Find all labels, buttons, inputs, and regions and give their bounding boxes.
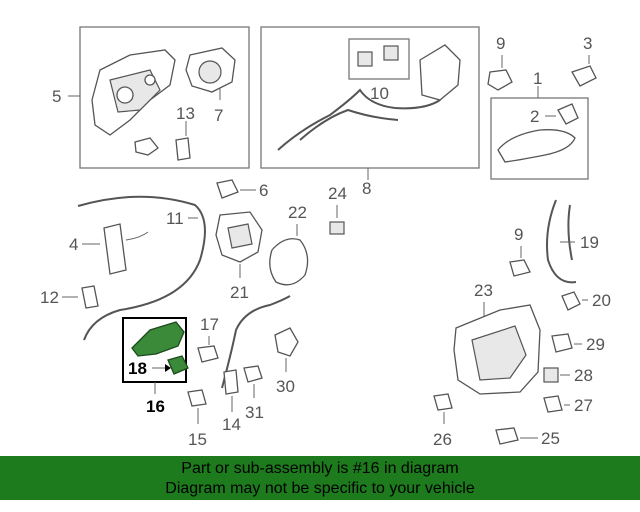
bolt-9-top[interactable] <box>487 69 513 91</box>
latch-clip <box>134 137 159 156</box>
nut-20[interactable] <box>561 291 581 311</box>
latch-bolt-hole <box>116 86 134 104</box>
door-cable <box>277 88 441 151</box>
callout-18[interactable]: 18 <box>128 359 147 378</box>
rod-4 <box>125 231 149 241</box>
outside-handle <box>497 129 576 163</box>
fitment-notice-line-1: Part or sub-assembly is #16 in diagram <box>181 460 459 477</box>
clip-right <box>383 45 399 61</box>
callout-11[interactable]: 11 <box>166 209 184 228</box>
callout-10[interactable]: 10 <box>370 84 389 103</box>
bracket-30[interactable] <box>274 327 299 357</box>
callout-30[interactable]: 30 <box>276 377 295 396</box>
latch-assembly-box <box>79 26 250 169</box>
callout-16[interactable]: 16 <box>146 397 165 416</box>
bolt-17[interactable] <box>197 345 219 363</box>
lock-rod <box>299 108 399 141</box>
latch-assembly-group[interactable] <box>68 26 250 169</box>
callout-17[interactable]: 17 <box>200 315 219 334</box>
callout-20[interactable]: 20 <box>592 291 611 310</box>
latch-cable-end <box>175 137 191 161</box>
callout-22[interactable]: 22 <box>288 203 307 222</box>
screw-25[interactable] <box>495 427 519 445</box>
clip-24[interactable] <box>329 221 345 235</box>
callout-21[interactable]: 21 <box>230 283 249 302</box>
callout-27[interactable]: 27 <box>574 396 593 415</box>
callout-9-top[interactable]: 9 <box>496 34 505 53</box>
callout-31[interactable]: 31 <box>245 403 264 422</box>
callout-5[interactable]: 5 <box>52 87 61 106</box>
handle-group[interactable] <box>490 86 589 180</box>
callout-9-mid[interactable]: 9 <box>514 225 523 244</box>
nut-27[interactable] <box>543 395 563 413</box>
callout-15[interactable]: 15 <box>188 430 207 449</box>
callout-14[interactable]: 14 <box>222 415 241 434</box>
cable-14[interactable] <box>221 295 291 389</box>
grommet-28[interactable] <box>543 367 559 383</box>
door-module-inner <box>471 325 527 381</box>
cable-handle-end <box>419 44 461 101</box>
callout-12[interactable]: 12 <box>40 288 59 307</box>
part-18-connector <box>167 355 189 375</box>
callout-29[interactable]: 29 <box>586 335 605 354</box>
highlighted-part-16-group[interactable] <box>122 317 189 383</box>
rod-19-b <box>567 204 573 261</box>
bolt-6[interactable] <box>216 179 239 199</box>
cable-assembly-box <box>260 26 480 169</box>
callout-3[interactable]: 3 <box>583 34 592 53</box>
part-16-lock-actuator <box>131 321 185 357</box>
actuator-gear <box>198 60 222 84</box>
bolt-31[interactable] <box>243 365 263 383</box>
cable-assembly-group[interactable] <box>260 26 480 180</box>
handle-box <box>490 97 589 180</box>
clip-left <box>357 51 373 67</box>
bolt-15[interactable] <box>187 389 207 407</box>
bolt-3[interactable] <box>571 65 597 87</box>
rod-19[interactable] <box>546 199 577 284</box>
handle-cover <box>557 103 579 125</box>
clip-sub-box <box>348 38 410 80</box>
callout-4[interactable]: 4 <box>69 235 78 254</box>
callout-6[interactable]: 6 <box>259 181 268 200</box>
callout-13[interactable]: 13 <box>176 104 195 123</box>
inner-handle-21 <box>227 223 253 249</box>
fitment-notice-banner: Part or sub-assembly is #16 in diagram D… <box>0 456 640 500</box>
grommet-26[interactable] <box>433 393 453 411</box>
bolt-29[interactable] <box>551 333 573 353</box>
gasket-22[interactable] <box>269 238 309 286</box>
callout-8[interactable]: 8 <box>362 179 371 198</box>
bolt-9-mid[interactable] <box>509 259 531 277</box>
callout-23[interactable]: 23 <box>474 281 493 300</box>
callout-24[interactable]: 24 <box>328 184 347 203</box>
leader-18-arrow <box>165 364 171 372</box>
callout-7[interactable]: 7 <box>214 106 223 125</box>
cable-11[interactable] <box>77 195 206 341</box>
callout-19[interactable]: 19 <box>580 233 599 252</box>
cable-14-end <box>223 369 239 395</box>
callout-28[interactable]: 28 <box>574 366 593 385</box>
bolt-12[interactable] <box>81 285 99 309</box>
callout-2[interactable]: 2 <box>530 107 539 126</box>
callout-26[interactable]: 26 <box>433 430 452 449</box>
rod-holder-4[interactable] <box>103 223 127 275</box>
fitment-notice-line-2: Diagram may not be specific to your vehi… <box>165 480 475 497</box>
callout-1[interactable]: 1 <box>533 69 542 88</box>
callout-25[interactable]: 25 <box>541 429 560 448</box>
latch-pin <box>144 74 156 86</box>
